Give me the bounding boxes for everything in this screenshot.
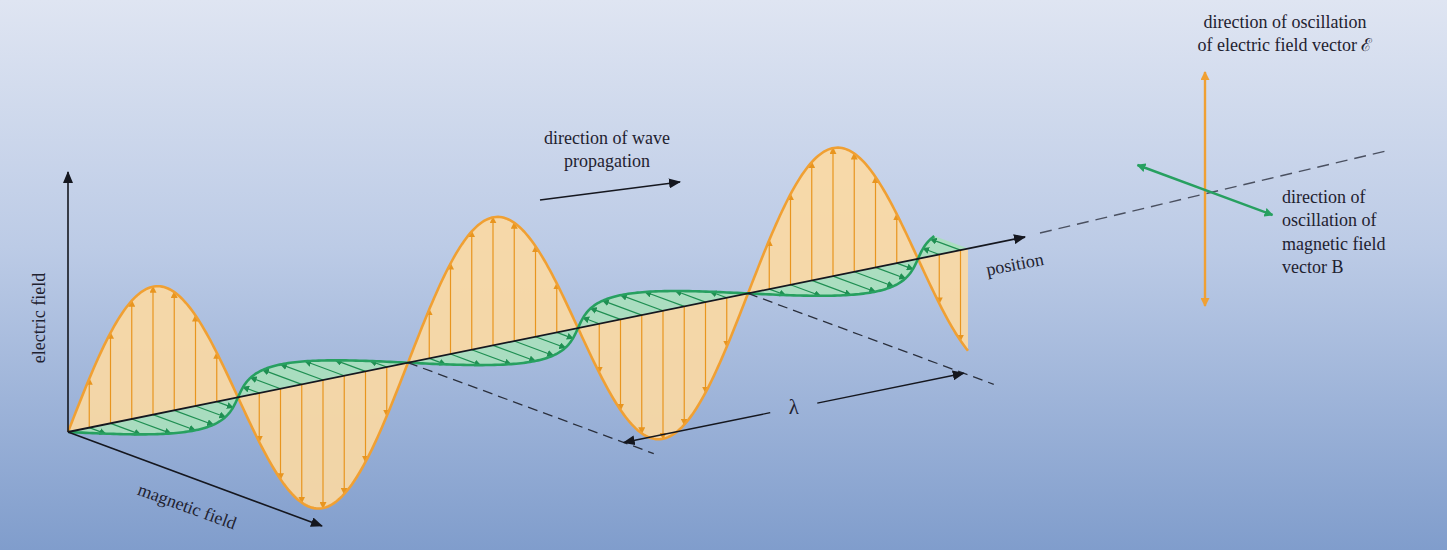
electric-vector [429, 309, 430, 358]
electric-vector [620, 319, 621, 410]
electric-vector [769, 240, 770, 289]
axis-label: electric field [28, 273, 51, 363]
electric-vector [662, 311, 663, 439]
electric-vector [450, 264, 451, 355]
electric-vector [301, 384, 302, 502]
magnetic-vector [931, 239, 961, 250]
wavelength-extension-line [408, 363, 654, 454]
electric-vector [684, 306, 685, 424]
electric-vector [790, 194, 791, 285]
electric-axis [67, 172, 69, 432]
magnetic-vector [263, 370, 302, 384]
magnetic-vector [174, 410, 213, 424]
axis-caption: direction of oscillation of magnetic fie… [1282, 186, 1394, 280]
electric-vector [854, 154, 855, 272]
electric-vector [939, 254, 940, 303]
magnetic-vector [514, 341, 553, 355]
magnetic-vector [645, 292, 684, 306]
electric-vector [896, 214, 897, 263]
electric-vector [556, 283, 557, 332]
electric-vector [195, 316, 196, 407]
electric-vector [259, 393, 260, 442]
electric-vector [535, 246, 536, 337]
magnetic-vector [536, 337, 566, 348]
magnetic-vector [583, 318, 599, 324]
magnetic-vector [196, 406, 226, 417]
magnetic-vector [854, 272, 893, 286]
electric-vector [471, 231, 472, 349]
magnetic-vector [153, 415, 195, 431]
magnetic-vector [621, 295, 663, 311]
magnetic-vector [876, 267, 906, 278]
magnetic-vector [603, 301, 642, 315]
electric-vector [960, 250, 961, 341]
wavelength-arrow [817, 373, 963, 403]
electric-vector [599, 324, 600, 373]
electric-vector [386, 367, 387, 416]
electric-vector [811, 162, 812, 280]
axis-label: position [984, 248, 1045, 282]
wave-group [68, 148, 994, 509]
electric-vector [365, 371, 366, 462]
wavelength-symbol: λ [789, 394, 799, 421]
magnetic-vector [897, 263, 913, 269]
magnetic-vector [812, 280, 851, 294]
electric-vector [726, 298, 727, 347]
magnetic-vector [557, 332, 573, 338]
wavelength-extension-line [748, 293, 994, 384]
magnetic-vector [472, 350, 511, 364]
electric-vector [492, 217, 493, 345]
electric-vector [875, 177, 876, 268]
magnetic-vector [923, 248, 939, 254]
electric-vector [705, 302, 706, 393]
position-axis [68, 237, 1025, 432]
magnetic-oscillation-arrow [1138, 165, 1273, 215]
magnetic-vector [281, 364, 323, 380]
magnetic-vectors [89, 239, 960, 434]
wavelength-arrow [624, 413, 770, 443]
magnetic-vector [493, 345, 535, 361]
magnetic-vector [591, 308, 621, 319]
magnetic-vector [243, 387, 259, 393]
magnetic-vector [305, 361, 344, 375]
electric-wave-fill [68, 148, 968, 509]
electric-vectors [89, 148, 960, 508]
axis-caption: direction of oscillation of electric fie… [1165, 11, 1405, 58]
electric-vector [174, 292, 175, 410]
electric-vector [514, 223, 515, 341]
electric-wave-curve [68, 148, 968, 509]
propagation-arrow [540, 182, 680, 200]
electric-vector [110, 333, 111, 424]
magnetic-vector [217, 402, 233, 408]
electric-vector [280, 389, 281, 480]
axis-label: magnetic field [134, 478, 239, 535]
propagation-label: direction of wave propagation [532, 127, 682, 174]
magnetic-vector [251, 378, 281, 389]
electric-vector [89, 379, 90, 428]
electric-vector [641, 315, 642, 433]
magnetic-vector [132, 419, 171, 433]
magnetic-vector [833, 276, 875, 292]
electric-vector [131, 301, 132, 419]
electric-vector [832, 148, 833, 276]
electric-vector [322, 380, 323, 508]
electric-vector [216, 353, 217, 402]
electric-vector [344, 376, 345, 494]
electric-vector [152, 287, 153, 415]
